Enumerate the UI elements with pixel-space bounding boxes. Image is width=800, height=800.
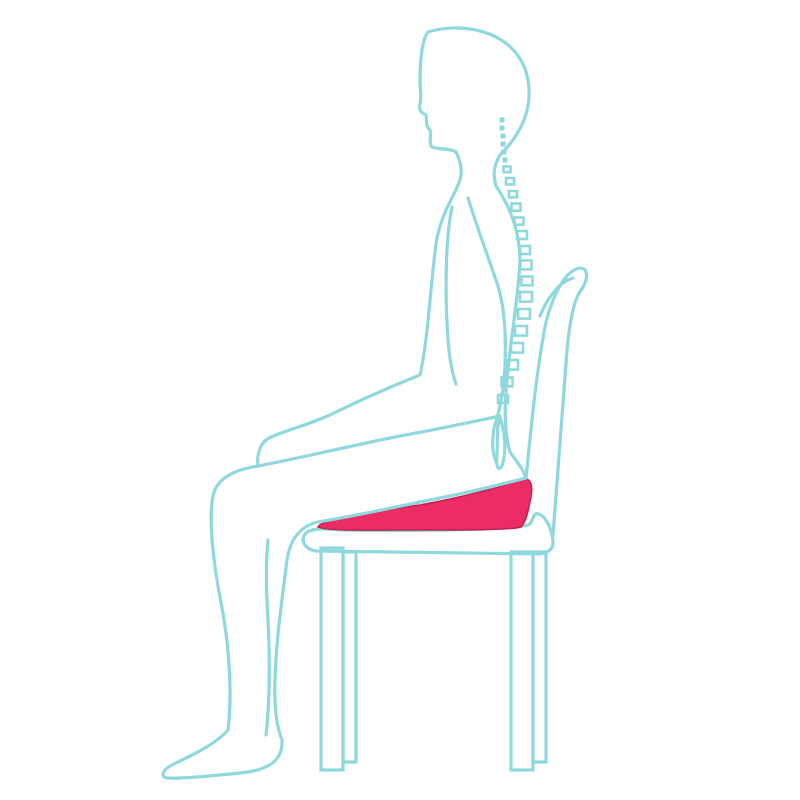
chair-back-leg [509, 550, 535, 772]
vertebra [496, 393, 510, 405]
vertebra [500, 376, 514, 388]
human-calf-contour [264, 538, 271, 737]
vertebra [510, 202, 522, 212]
vertebra [516, 307, 532, 320]
vertebra [504, 176, 516, 186]
vertebra [519, 259, 533, 271]
vertebra [507, 189, 519, 199]
vertebra [513, 216, 525, 226]
vertebra [502, 165, 512, 174]
seat-cushion [317, 478, 533, 531]
chair-front-leg [319, 546, 345, 772]
vertebra [509, 341, 525, 354]
cervical-vertebra [502, 157, 508, 163]
chair-backrest [524, 266, 589, 537]
vertebra [518, 244, 532, 256]
vertebra [515, 229, 529, 241]
vertebra [518, 290, 534, 303]
human-thigh [256, 414, 502, 468]
vertebra [513, 324, 529, 337]
chair-front-leg-inner [341, 550, 358, 764]
spine [496, 117, 534, 405]
human-back-contour [444, 205, 458, 386]
chair-backrest-inner [538, 276, 575, 318]
cervical-vertebra [501, 149, 507, 155]
vertebra [504, 358, 520, 371]
vertebra [520, 275, 534, 287]
human-hip-contour [495, 416, 507, 470]
cervical-vertebra [500, 141, 506, 147]
cervical-vertebra [499, 117, 505, 123]
cervical-vertebra [499, 125, 505, 131]
chair-legs [319, 546, 548, 772]
human-body-outline [161, 26, 531, 780]
chair-back-leg-inner [531, 550, 548, 764]
cervical-vertebra [500, 133, 506, 139]
